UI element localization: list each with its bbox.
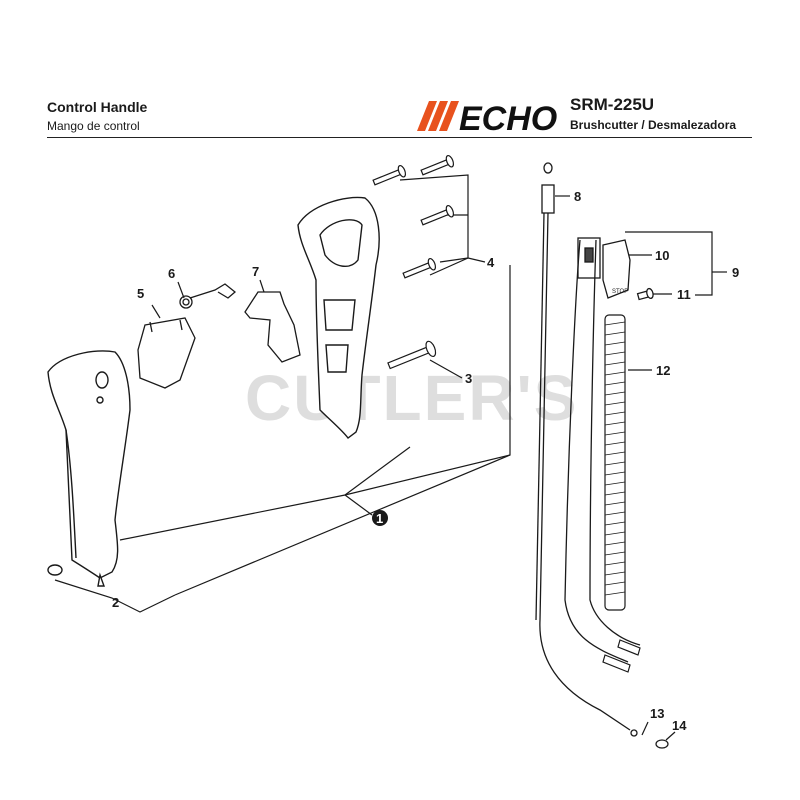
callout-7: 7	[252, 264, 259, 279]
header-rule	[47, 137, 752, 138]
callout-1: 1	[376, 511, 383, 526]
echo-logo: ECHO	[417, 100, 557, 135]
page-header: Control Handle Mango de control ECHO SRM…	[0, 0, 800, 140]
part-nut	[655, 739, 669, 749]
part-handle-half	[297, 196, 380, 439]
callout-6: 6	[168, 266, 175, 281]
stop-label: STOP	[612, 289, 628, 295]
callout-labels: 1 2 3 4 5 6 7 8 9 10 11 12 13 14	[112, 189, 739, 733]
callout-9: 9	[732, 265, 739, 280]
leader-lines	[54, 174, 727, 741]
part-handle-housing	[47, 350, 131, 587]
part-stop-switch: STOP	[564, 237, 654, 663]
model-description: Brushcutter / Desmalezadora	[570, 118, 737, 132]
part-screws	[372, 154, 455, 279]
callout-3: 3	[465, 371, 472, 386]
callout-4: 4	[487, 255, 495, 270]
logo-stripes	[417, 101, 459, 131]
callout-14: 14	[672, 718, 687, 733]
part-spring	[179, 283, 237, 309]
part-throttle-lever	[137, 317, 196, 389]
callout-10: 10	[655, 248, 669, 263]
page-subtitle: Mango de control	[47, 119, 140, 133]
part-lock-lever	[244, 291, 301, 363]
part-throttle-cable	[535, 162, 638, 737]
model-number: SRM-225U	[570, 95, 655, 114]
part-corrugated-tube	[602, 314, 641, 673]
callout-2: 2	[112, 595, 119, 610]
callout-12: 12	[656, 363, 670, 378]
parts-diagram: CUTLER'S	[47, 154, 739, 749]
page-title: Control Handle	[47, 99, 148, 115]
callout-1-marker	[372, 510, 388, 526]
watermark-text: CUTLER'S	[245, 362, 578, 434]
logo-wordmark: ECHO	[459, 100, 557, 135]
callout-5: 5	[137, 286, 144, 301]
callout-8: 8	[574, 189, 581, 204]
part-long-bolt	[387, 340, 437, 370]
callout-11: 11	[677, 287, 691, 302]
callout-13: 13	[650, 706, 664, 721]
